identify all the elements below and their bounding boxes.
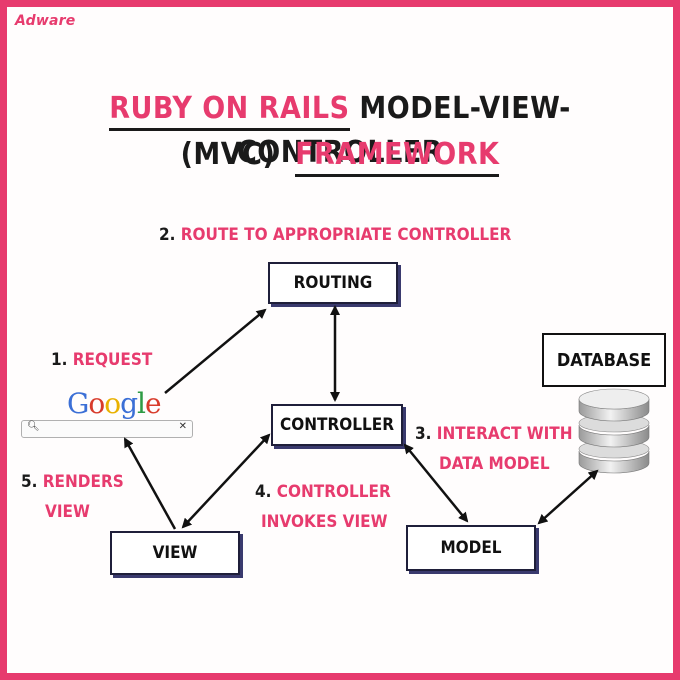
title-text-2: (MVC) — [180, 137, 276, 172]
google-logo: Google — [67, 387, 162, 420]
step-5-text-2: VIEW — [45, 502, 90, 522]
arrow-model-database — [537, 469, 599, 525]
step-3-text-1: INTERACT WITH — [436, 424, 573, 444]
search-icon: 🔍︎ — [27, 421, 40, 432]
close-icon[interactable]: ✕ — [178, 421, 187, 432]
step-5-label: 5. RENDERS — [21, 467, 124, 497]
title-text-1: MODEL-VIEW-CONTROLLER — [236, 91, 571, 170]
step-5-text-1: RENDERS — [42, 472, 124, 492]
step-2-number: 2. — [159, 225, 176, 245]
step-5-number: 5. — [21, 472, 38, 492]
step-3-number: 3. — [415, 424, 432, 444]
step-3-label: 3. INTERACT WITH — [415, 419, 573, 449]
step-4-text-1: CONTROLLER — [276, 482, 391, 502]
step-1-text: REQUEST — [72, 350, 153, 370]
title-line-1: RUBY ON RAILS MODEL-VIEW-CONTROLLER — [7, 87, 673, 175]
database-icon — [578, 388, 650, 474]
brand-logo: Adware — [15, 13, 76, 29]
arrow-request-to-routing — [164, 308, 267, 394]
controller-box: CONTROLLER — [271, 404, 403, 446]
step-4-text-2: INVOKES VIEW — [261, 512, 388, 532]
title-highlight-1: RUBY ON RAILS — [109, 91, 350, 131]
step-1-number: 1. — [51, 350, 68, 370]
search-input[interactable]: 🔍︎ ✕ — [21, 420, 193, 438]
title-highlight-2: FRAMEWORK — [295, 137, 500, 177]
arrow-controller-model — [403, 443, 469, 523]
step-2-text: ROUTE TO APPROPRIATE CONTROLLER — [180, 225, 512, 245]
step-2-label: 2. ROUTE TO APPROPRIATE CONTROLLER — [159, 220, 511, 250]
model-box: MODEL — [406, 525, 536, 571]
title-line-2: (MVC) FRAMEWORK — [7, 133, 673, 177]
routing-box: ROUTING — [268, 262, 398, 304]
database-box: DATABASE — [542, 333, 666, 387]
flow-arrows — [123, 305, 599, 530]
arrow-controller-view — [181, 433, 271, 529]
view-box: VIEW — [110, 531, 240, 575]
arrow-view-to-browser — [123, 437, 177, 530]
step-1-label: 1. REQUEST — [51, 345, 152, 375]
